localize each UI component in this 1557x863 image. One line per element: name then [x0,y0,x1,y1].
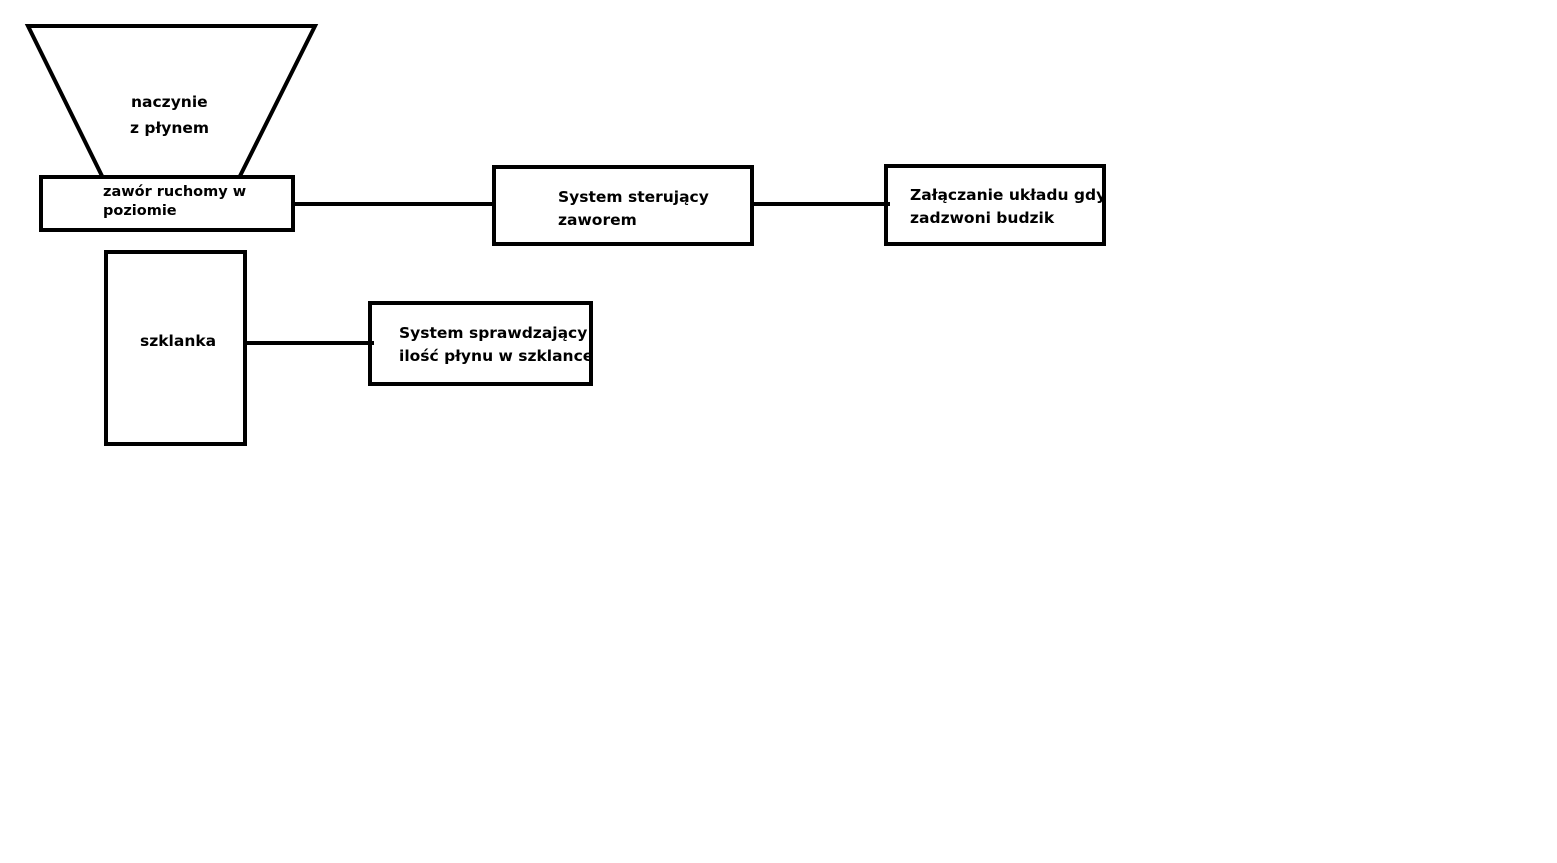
valve-label: zawór ruchomy w poziomie [103,183,246,221]
vessel-label-line2: z płynem [130,119,210,137]
level-checker-label: System sprawdzający ilość płynu w szklan… [399,322,593,368]
level-checker-label-line1: System sprawdzający [399,324,588,342]
vessel-label: naczynie z płynem [130,89,209,141]
alarm-trigger-label-line2: zadzwoni budzik [910,209,1055,227]
control-system-label-line2: zaworem [558,211,637,229]
valve-label-line1: zawór ruchomy w [103,184,247,200]
alarm-trigger-label-line1: Załączanie układu gdy [910,186,1107,204]
level-checker-label-line2: ilość płynu w szklance [399,347,594,365]
alarm-trigger-label: Załączanie układu gdy zadzwoni budzik [910,184,1106,230]
control-system-label: System sterujący zaworem [558,186,709,232]
glass-box [104,250,247,446]
valve-label-line2: poziomie [103,203,177,219]
control-system-label-line1: System sterujący [558,188,709,206]
glass-label: szklanka [140,330,216,353]
vessel-shape [24,24,319,177]
glass-label-line1: szklanka [140,332,217,350]
vessel-label-line1: naczynie [131,93,208,111]
